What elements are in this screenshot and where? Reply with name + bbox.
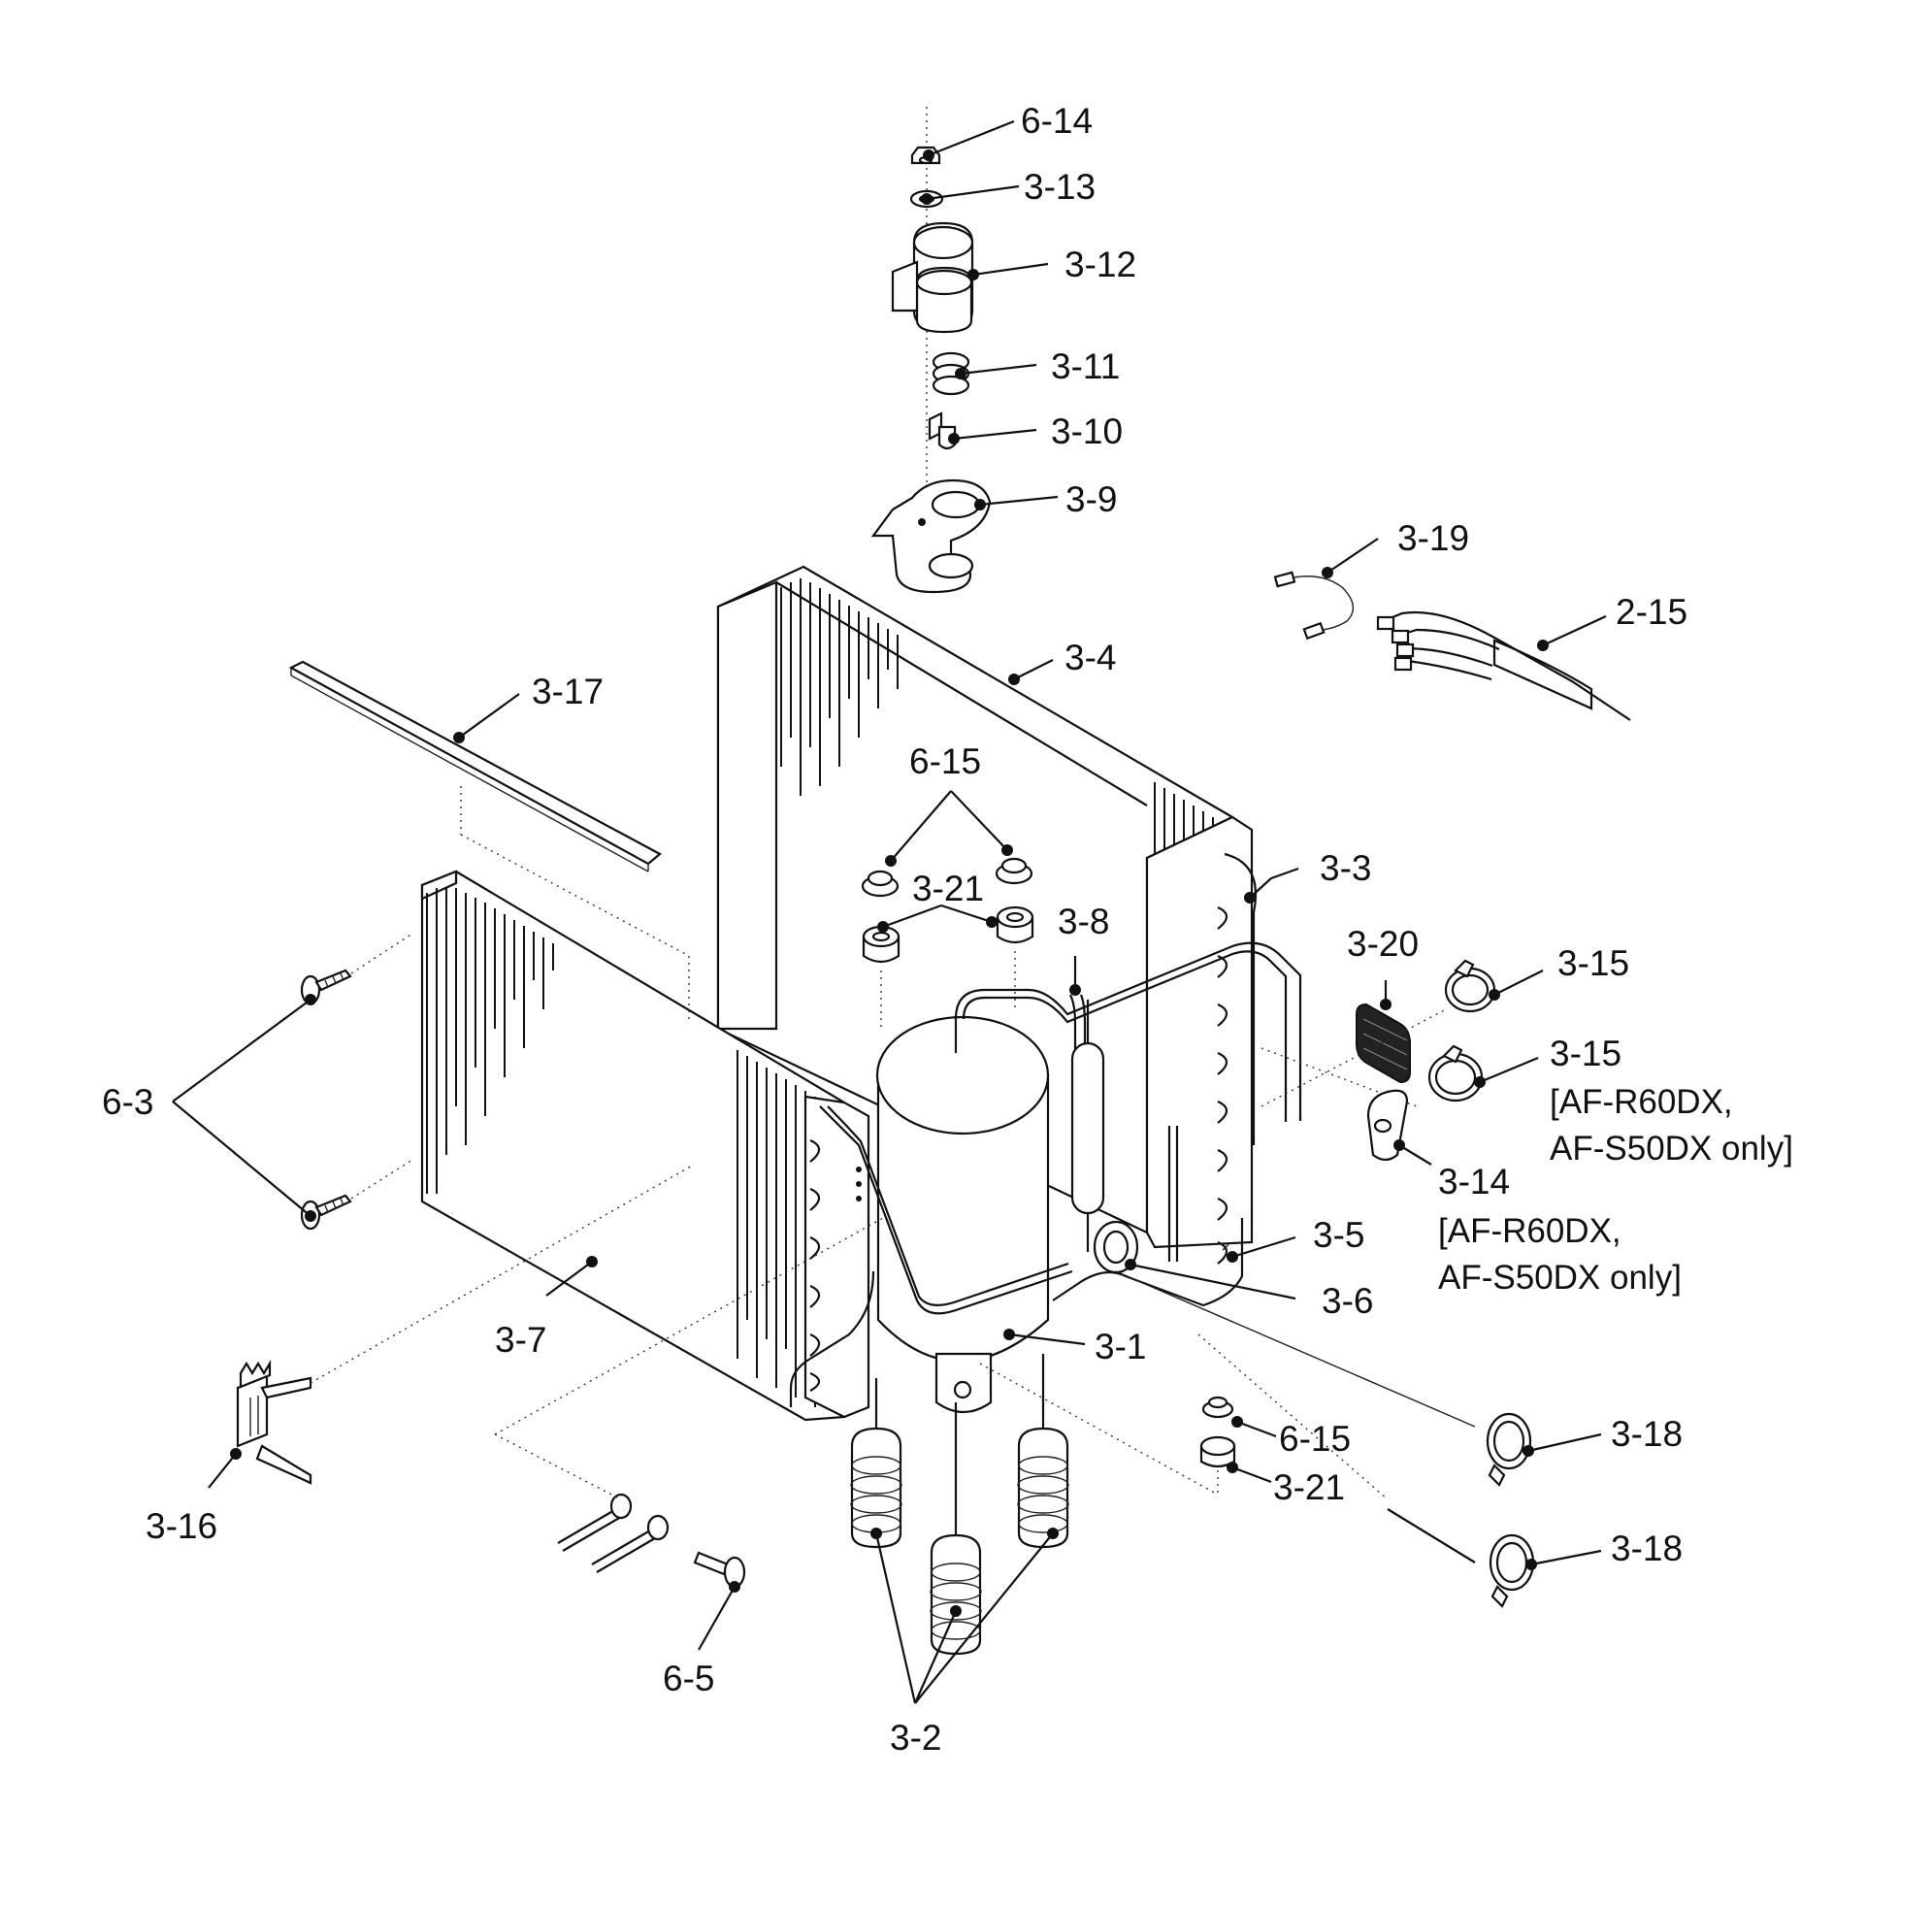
callout-6-14: 6-14 (1021, 101, 1093, 141)
grommets-bottom (979, 1363, 1236, 1496)
grommets-top (861, 857, 1034, 1029)
callout-6-15-top: 6-15 (909, 741, 981, 781)
callout-6-3: 6-3 (102, 1082, 153, 1122)
ground-lugs (494, 1217, 884, 1573)
valve-assembly (1093, 1220, 1139, 1274)
callout-3-14: 3-14 (1438, 1162, 1510, 1201)
callout-3-21-bottom: 3-21 (1273, 1467, 1345, 1507)
callout-3-11: 3-11 (1051, 346, 1120, 386)
note-3-14-models-line2: AF-S50DX only] (1438, 1259, 1682, 1297)
note-3-14-models-line1: [AF-R60DX, (1438, 1212, 1621, 1250)
fan-motor-stack (870, 107, 992, 594)
callout-6-5: 6-5 (663, 1659, 714, 1698)
cushion-right (1017, 1354, 1069, 1549)
clamps-3-15 (1261, 959, 1496, 1107)
note-3-15-models-line1: [AF-R60DX, (1550, 1083, 1733, 1121)
callout-3-18-b: 3-18 (1611, 1529, 1683, 1568)
filter-3-20 (1356, 1003, 1411, 1084)
top-strip (288, 660, 690, 1024)
callout-3-12: 3-12 (1064, 245, 1136, 284)
refrigerant-tubing (789, 941, 1302, 1407)
leader-lines (172, 119, 1607, 1704)
cushion-middle (930, 1402, 982, 1656)
condenser-coil-front (420, 870, 870, 1422)
callout-3-4: 3-4 (1064, 638, 1116, 677)
callout-3-8: 3-8 (1058, 902, 1109, 941)
callout-3-16: 3-16 (146, 1506, 217, 1546)
callout-labels: 6-14 3-13 3-12 3-11 3-10 3-9 3-19 2-15 3… (102, 101, 1793, 1758)
bracket-3-16 (236, 1164, 695, 1485)
front-coil-return-bends (809, 1138, 821, 1392)
callout-3-20: 3-20 (1347, 924, 1419, 964)
wire-harness (1376, 610, 1631, 721)
callout-3-3: 3-3 (1320, 848, 1371, 888)
callout-3-2: 3-2 (890, 1718, 941, 1758)
drier (1070, 1000, 1105, 1252)
callout-3-17: 3-17 (532, 672, 604, 711)
cushion-left (850, 1378, 902, 1549)
callout-3-10: 3-10 (1051, 411, 1123, 451)
note-3-15-models-line2: AF-S50DX only] (1550, 1130, 1793, 1168)
screw-upper (300, 933, 413, 1005)
callout-3-13: 3-13 (1024, 167, 1096, 207)
compressor (875, 1015, 1050, 1413)
callout-3-6: 3-6 (1322, 1281, 1373, 1321)
callout-3-7: 3-7 (495, 1320, 546, 1360)
callout-3-15-b: 3-15 (1550, 1034, 1621, 1073)
condenser-return-bends-side (1217, 905, 1228, 1265)
callout-3-5: 3-5 (1313, 1215, 1364, 1255)
callout-3-9: 3-9 (1065, 479, 1117, 519)
callout-3-15-a: 3-15 (1557, 943, 1629, 983)
callout-3-21-top: 3-21 (912, 869, 984, 908)
callout-3-1: 3-1 (1095, 1327, 1146, 1366)
sensor-wire (1273, 571, 1355, 641)
clamps-3-18 (1115, 1270, 1535, 1608)
callout-6-15-bottom: 6-15 (1279, 1419, 1351, 1459)
screw-lower (300, 1159, 413, 1231)
cushions (850, 1354, 1069, 1656)
callout-2-15: 2-15 (1616, 592, 1687, 632)
screws-6-3 (300, 933, 413, 1231)
callout-3-19: 3-19 (1397, 518, 1469, 558)
callout-3-18-a: 3-18 (1611, 1414, 1683, 1454)
